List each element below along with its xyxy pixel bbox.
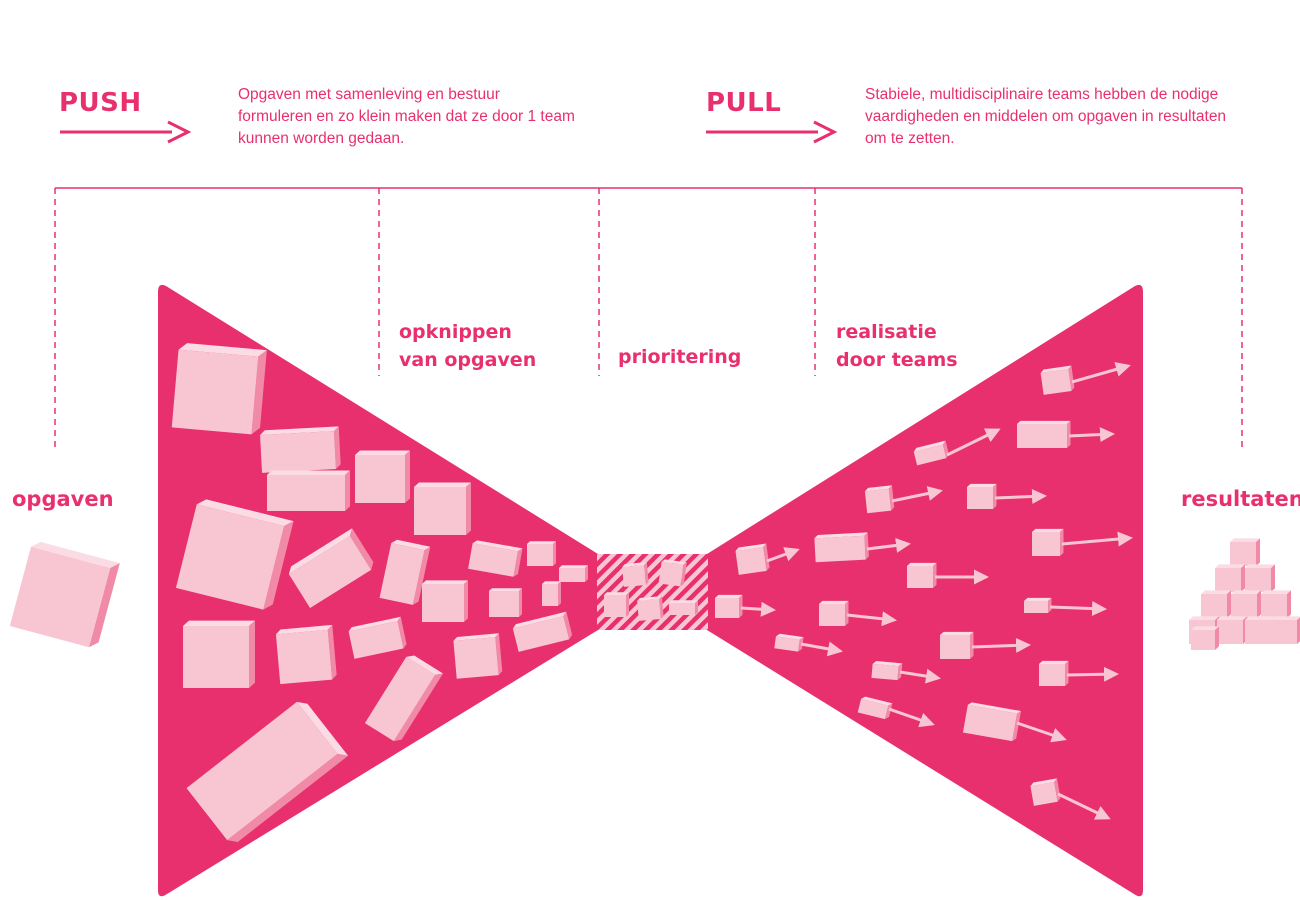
priority-block (669, 600, 698, 615)
pull-title: PULL (706, 88, 782, 118)
result-cube (1191, 626, 1219, 650)
stage-split-line2: van opgaven (399, 349, 537, 371)
input-block (9, 541, 120, 648)
result-arrow-icon (766, 547, 800, 563)
stage-realize-line2: door teams (836, 349, 958, 371)
result-arrow-icon (888, 707, 935, 728)
stage-prioritize-label: prioritering (618, 346, 742, 368)
stage-realize-label: realisatie door teams (836, 318, 958, 374)
result-cube (1261, 590, 1291, 618)
priority-block (622, 562, 649, 587)
result-arrows (740, 362, 1133, 820)
stage-realize-line1: realisatie (836, 321, 937, 343)
result-arrow-icon (1049, 601, 1107, 617)
result-block (1024, 597, 1052, 613)
result-block (1030, 778, 1061, 806)
task-block (175, 499, 294, 610)
result-block (871, 661, 903, 681)
task-block (512, 611, 573, 652)
task-block (267, 470, 350, 511)
result-arrow-icon (800, 641, 843, 657)
task-block (288, 528, 374, 609)
result-arrow-icon (994, 488, 1047, 504)
task-block (348, 616, 407, 659)
result-block (907, 562, 937, 588)
stage-split-line1: opknippen (399, 321, 512, 343)
task-block (355, 450, 410, 503)
result-cube (1201, 590, 1231, 618)
task-block (183, 620, 255, 688)
stage-split-label: opknippen van opgaven (399, 318, 536, 374)
task-blocks (9, 343, 1075, 842)
stage-bracket (54, 187, 1243, 450)
result-arrow-icon (1068, 427, 1115, 443)
result-block (962, 702, 1022, 742)
result-block (857, 696, 893, 720)
result-cube (1245, 616, 1275, 644)
result-arrow-icon (866, 538, 911, 553)
task-block (559, 565, 588, 582)
task-block (186, 701, 349, 842)
result-arrow-icon (740, 601, 776, 617)
result-arrow-icon (891, 486, 943, 503)
task-block (364, 655, 444, 742)
task-block (260, 426, 341, 473)
result-block (1017, 420, 1071, 448)
task-block (453, 633, 503, 679)
result-arrow-icon (846, 611, 897, 627)
result-cube (1215, 564, 1245, 592)
result-arrow-icon (946, 428, 1001, 457)
result-block (819, 600, 849, 626)
task-block (468, 540, 523, 577)
result-cube (1245, 564, 1275, 592)
result-arrow-icon (1057, 792, 1111, 820)
result-arrow-icon (1016, 721, 1067, 743)
task-block (527, 541, 556, 566)
output-label: resultaten (1181, 487, 1300, 511)
result-block (967, 483, 997, 509)
result-block (1039, 660, 1069, 686)
task-block (171, 343, 267, 435)
priority-block (604, 592, 629, 617)
task-block (379, 539, 431, 605)
pull-arrow-icon (706, 120, 838, 144)
task-block (422, 580, 468, 622)
results-pyramid (1189, 538, 1300, 650)
result-arrow-icon (1061, 531, 1133, 547)
priority-block (658, 559, 687, 587)
push-arrow-icon (60, 120, 192, 144)
input-label: opgaven (12, 487, 114, 511)
pull-description: Stabiele, multidisciplinaire teams hebbe… (865, 86, 1227, 147)
result-block (735, 543, 770, 575)
result-cube (1230, 538, 1260, 566)
task-block (542, 581, 561, 606)
result-cube (1217, 616, 1247, 644)
push-title: PUSH (59, 88, 142, 118)
result-block (715, 594, 743, 618)
result-block (940, 631, 974, 659)
task-block (275, 624, 337, 685)
task-block (414, 482, 471, 535)
result-arrow-icon (899, 668, 941, 684)
result-block (1040, 365, 1075, 395)
push-description: Opgaven met samenleving en bestuur formu… (238, 86, 575, 147)
task-block (489, 588, 522, 617)
result-block (774, 633, 804, 652)
result-arrow-icon (971, 637, 1031, 653)
result-arrow-icon (1066, 666, 1119, 682)
result-arrow-icon (1071, 362, 1131, 384)
result-block (1032, 528, 1064, 556)
result-block (814, 532, 869, 563)
priority-block (637, 596, 664, 621)
result-cube (1231, 590, 1261, 618)
result-cube (1271, 616, 1300, 644)
result-block (864, 485, 895, 514)
